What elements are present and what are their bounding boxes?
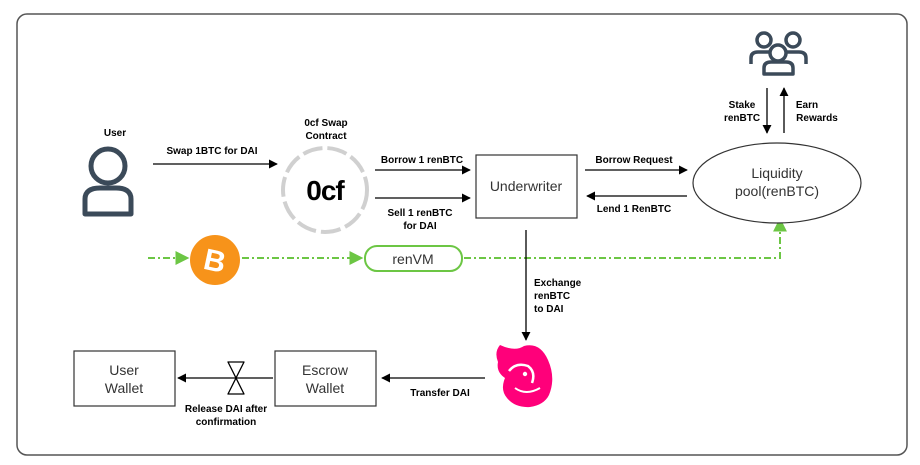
stake-label-2: renBTC — [724, 113, 760, 124]
exchange-label-3: to DAI — [534, 304, 564, 315]
escrow-wallet-label-1: Escrow — [302, 362, 349, 378]
escrow-wallet-box — [274, 350, 377, 407]
renvm-pill — [364, 245, 463, 272]
pool-label-2: pool(renBTC) — [735, 183, 819, 199]
swap-label: Swap 1BTC for DAI — [166, 146, 257, 157]
user-label: User — [104, 128, 126, 139]
earn-label-1: Earn — [796, 100, 818, 111]
user-wallet-label-1: User — [109, 362, 139, 378]
underwriter-label: Underwriter — [490, 178, 563, 194]
borrow-label: Borrow 1 renBTC — [381, 155, 463, 166]
stake-label-1: Stake — [729, 100, 756, 111]
sell-label-1: Sell 1 renBTC — [387, 208, 452, 219]
release-label-2: confirmation — [196, 417, 257, 428]
sell-label-2: for DAI — [403, 221, 437, 232]
bitcoin-icon: B — [190, 235, 240, 285]
uniswap-unicorn-icon — [496, 345, 553, 408]
pool-label-1: Liquidity — [751, 165, 802, 181]
release-label-1: Release DAI after — [185, 404, 267, 415]
users-group-icon — [749, 31, 808, 76]
earn-label-2: Rewards — [796, 113, 838, 124]
contract-logo-text: 0cf — [306, 175, 345, 206]
transfer-label: Transfer DAI — [410, 388, 470, 399]
user-icon — [82, 146, 134, 217]
liquidity-pool — [692, 142, 862, 224]
diagram-frame — [16, 13, 908, 456]
borrow-request-label: Borrow Request — [595, 155, 673, 166]
valve-icon — [227, 361, 245, 395]
renvm-label: renVM — [392, 251, 433, 267]
user-wallet-label-2: Wallet — [105, 380, 143, 396]
lend-label: Lend 1 RenBTC — [597, 204, 671, 215]
exchange-label-2: renBTC — [534, 291, 570, 302]
user-wallet-box — [73, 350, 176, 407]
contract-title-2: Contract — [305, 131, 347, 142]
escrow-wallet-label-2: Wallet — [306, 380, 344, 396]
exchange-label-1: Exchange — [534, 278, 582, 289]
contract-title-1: 0cf Swap — [304, 118, 347, 129]
underwriter-box — [475, 154, 578, 219]
0cf-logo-icon: 0cf — [281, 146, 369, 234]
renvm-flow-line-3 — [464, 217, 787, 259]
